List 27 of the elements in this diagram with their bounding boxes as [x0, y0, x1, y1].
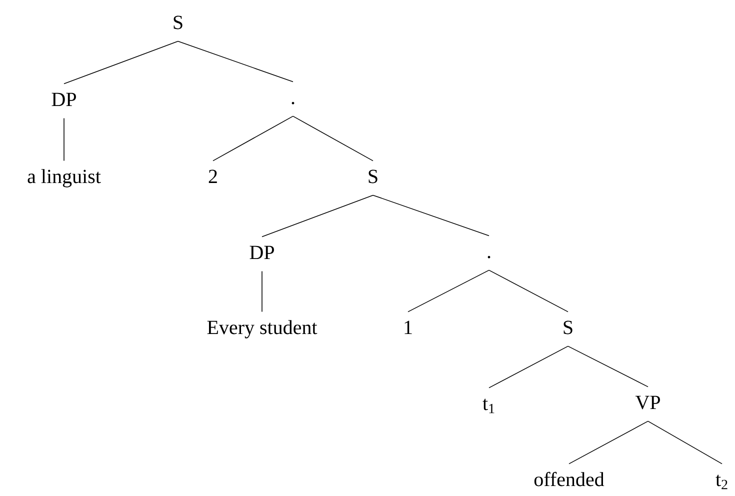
tree-branch — [64, 40, 178, 84]
tree-label: Every student — [207, 320, 318, 338]
tree-label: VP — [635, 396, 660, 410]
tree-branch — [178, 40, 294, 82]
tree-branch — [408, 270, 490, 312]
tree-branch — [488, 346, 568, 388]
tree-branch — [262, 194, 374, 238]
tree-branch — [648, 420, 722, 464]
tree-branch — [568, 346, 648, 388]
tree-label: a linguist — [28, 169, 101, 188]
tree-label: 2 — [208, 170, 217, 183]
tree-label: S — [368, 170, 378, 184]
tree-label: . — [292, 102, 294, 104]
tree-branch — [488, 270, 568, 312]
tree-branch — [212, 116, 294, 162]
tree-label: offended — [534, 472, 604, 486]
tree-branch — [372, 194, 490, 236]
tree-branch — [568, 420, 648, 464]
tree-label: S — [174, 16, 182, 30]
tree-label: S — [564, 320, 572, 334]
tree-label: t$_{1}$ — [482, 398, 494, 414]
tree-branch — [292, 116, 374, 162]
tree-label: t$_{2}$ — [716, 474, 728, 490]
tree-label: DP — [52, 92, 76, 106]
tree-label: 1 — [404, 320, 412, 334]
tree-label: DP — [250, 246, 274, 260]
tree-label: . — [488, 256, 490, 258]
